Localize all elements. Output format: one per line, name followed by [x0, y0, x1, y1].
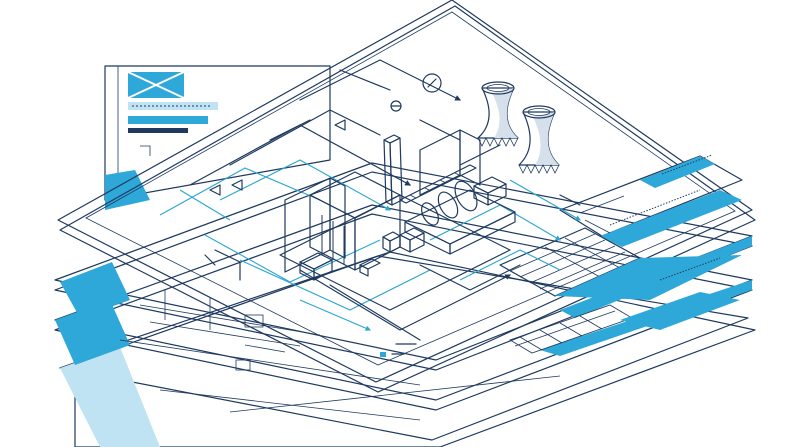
- cooling-tower-icon: [477, 81, 560, 174]
- plant-wall: [419, 129, 481, 196]
- flow-network: [159, 159, 581, 331]
- turbine-icon: [399, 176, 516, 255]
- sheet-layer-bottom: [59, 251, 756, 447]
- pump-icon: [359, 231, 401, 277]
- sheet-layer-back: [104, 65, 331, 210]
- title-block: [559, 154, 743, 247]
- gauge-icon: [422, 73, 442, 93]
- piping-network: [189, 59, 581, 341]
- chimney-icon: [383, 134, 403, 206]
- sheet-main: [57, 0, 756, 393]
- valve-icon: [209, 100, 402, 196]
- legend: [380, 343, 417, 357]
